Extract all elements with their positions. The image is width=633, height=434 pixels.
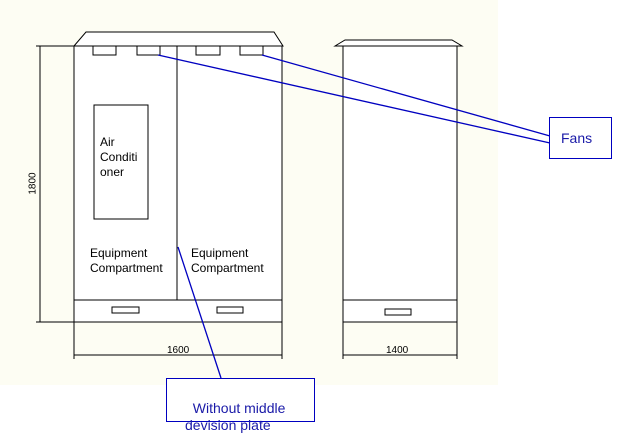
- middle-plate-callout: Without middle devision plate: [166, 378, 315, 433]
- front-view: [36, 31, 284, 359]
- plinth-vent-right: [216, 306, 244, 314]
- side-roof: [333, 39, 464, 47]
- height-dimension-label: 1800: [27, 172, 39, 195]
- fans-callout: Fans: [549, 117, 612, 159]
- right-compartment-label: Equipment Compartment: [191, 246, 264, 276]
- side-cabinet-body: [342, 45, 458, 323]
- fan-2: [136, 45, 161, 56]
- plinth-vent-left: [111, 306, 140, 314]
- fan-3: [195, 45, 221, 56]
- fan-4: [239, 45, 264, 56]
- front-roof: [72, 31, 284, 47]
- fans-callout-text: Fans: [561, 130, 593, 146]
- side-plinth-vent: [384, 308, 412, 316]
- plate-leader: [177, 246, 222, 379]
- fans-leader-1: [157, 54, 551, 144]
- middle-plate-callout-text: Without middle devision plate: [185, 400, 286, 433]
- left-compartment-label: Equipment Compartment: [90, 246, 163, 276]
- front-width-dimension-label: 1600: [167, 345, 190, 356]
- side-view: [333, 39, 464, 359]
- fans-leader-2: [261, 54, 551, 137]
- air-conditioner-label: Air Conditi oner: [100, 135, 138, 179]
- callout-leaders: [157, 54, 551, 379]
- air-conditioner-box: [93, 104, 149, 220]
- front-cabinet-body: [73, 45, 283, 323]
- fan-1: [92, 45, 117, 56]
- side-width-dimension-label: 1400: [386, 345, 409, 356]
